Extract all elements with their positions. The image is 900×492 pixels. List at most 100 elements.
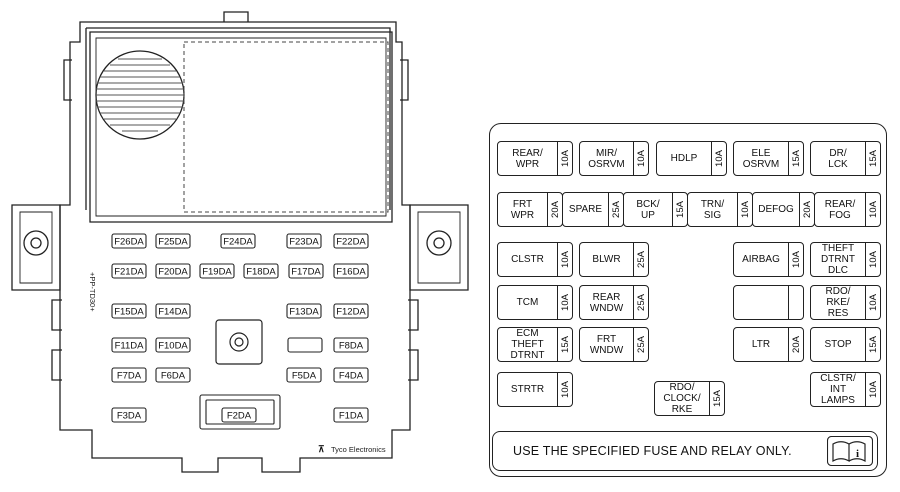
fuse-circuit-name: DEFOG	[758, 204, 794, 215]
fuse-amp-rating-box: 15A	[865, 142, 880, 175]
fuse-amp-rating-box: 10A	[865, 243, 880, 276]
fuse-circuit-name: AIRBAG	[742, 254, 780, 265]
fuse-slot-f18da: F18DA	[243, 263, 279, 279]
fuse-amp-rating-box: 10A	[557, 373, 572, 406]
fuse-amp-rating-box: 10A	[711, 142, 726, 175]
fuse-amp-rating-box: 25A	[633, 243, 648, 276]
fuse-slot-f11da: F11DA	[111, 337, 147, 353]
fuse-amp-rating: 10A	[559, 381, 571, 398]
fuse-slot-f6da: F6DA	[155, 367, 191, 383]
fuse-amp-rating: 10A	[790, 251, 802, 268]
fuse-slot-f25da: F25DA	[155, 233, 191, 249]
fuse-circuit-name: ECM THEFT DTRNT	[510, 328, 545, 361]
fuse-amp-rating: 15A	[790, 150, 802, 167]
connector-block	[199, 394, 281, 430]
fuse-slot-f17da: F17DA	[288, 263, 324, 279]
fuse-amp-rating-box: 15A	[557, 328, 572, 361]
fuse-circuit-name: REAR/ FOG	[824, 198, 856, 221]
fuse-slot-label: F16DA	[336, 267, 366, 278]
fuse-amp-rating-box: 15A	[672, 193, 687, 226]
fuse-amp-rating-box: 20A	[799, 193, 814, 226]
fuse-amp-rating: 15A	[867, 336, 879, 353]
part-number: +PP-TD30+	[88, 272, 97, 312]
fuse-circuit-name: TCM	[516, 297, 539, 308]
fuse-amp-rating: 15A	[711, 390, 723, 407]
fuse-slot-f16da: F16DA	[333, 263, 369, 279]
fuse-amp-rating: 20A	[801, 201, 813, 218]
fuse-slot-label: F7DA	[117, 371, 142, 382]
fuse-legend-cell: SPARE 25A	[562, 192, 624, 227]
fuse-amp-rating-box: 15A	[709, 382, 724, 415]
fuse-amp-rating-box	[788, 286, 803, 319]
fuse-slot-label: F21DA	[114, 267, 144, 278]
fuse-amp-rating: 10A	[739, 201, 751, 218]
fuse-circuit-name: STOP	[824, 339, 852, 350]
fuse-circuit-name: FRT WNDW	[589, 333, 624, 356]
fuse-slot-f13da: F13DA	[286, 303, 322, 319]
fuse-slot-f21da: F21DA	[111, 263, 147, 279]
fuse-circuit-name: SPARE	[568, 204, 603, 215]
fuse-slot-f23da: F23DA	[286, 233, 322, 249]
fuse-circuit-name: ELE OSRVM	[742, 147, 780, 170]
fuse-amp-rating-box: 25A	[633, 328, 648, 361]
fuse-slot-f8da: F8DA	[333, 337, 369, 353]
fuse-legend-cell: DEFOG 20A	[752, 192, 815, 227]
fuse-slot-f19da: F19DA	[199, 263, 235, 279]
fuse-circuit-name: RDO/ RKE/ RES	[825, 286, 851, 319]
fuse-amp-rating-box: 10A	[865, 373, 880, 406]
fuse-slot-label: F24DA	[223, 237, 253, 248]
fuse-legend-cell: LTR 20A	[733, 327, 804, 362]
speaker-grille	[95, 50, 185, 140]
fuse-slot-label: F1DA	[339, 411, 364, 422]
fuse-slot-label: F23DA	[289, 237, 319, 248]
fuse-slot-f20da: F20DA	[155, 263, 191, 279]
fuse-legend-cell: REAR/ WPR 10A	[497, 141, 573, 176]
fuse-amp-rating-box: 20A	[788, 328, 803, 361]
fuse-amp-rating-box: 25A	[608, 193, 623, 226]
tyco-logo-mark: ⊼	[318, 444, 325, 454]
fuse-legend-cell: FRT WNDW 25A	[579, 327, 649, 362]
fuse-amp-rating: 15A	[674, 201, 686, 218]
fuse-circuit-name	[734, 286, 788, 319]
fuse-slot-label: F19DA	[202, 267, 232, 278]
fuse-circuit-name: BCK/ UP	[636, 198, 660, 221]
fuse-slot-f5da: F5DA	[286, 367, 322, 383]
fuse-amp-rating: 10A	[559, 294, 571, 311]
fuse-legend-cell: TRN/ SIG 10A	[687, 192, 753, 227]
fuse-amp-rating: 15A	[559, 336, 571, 353]
fuse-circuit-name: REAR WNDW	[589, 291, 624, 314]
fuse-amp-rating-box: 10A	[557, 142, 572, 175]
fuse-slot-f24da: F24DA	[220, 233, 256, 249]
fuse-circuit-name: TRN/ SIG	[700, 198, 725, 221]
fuse-slot-f2da: F2DA	[221, 407, 257, 423]
fuse-slot-f12da: F12DA	[333, 303, 369, 319]
fuse-amp-rating: 20A	[549, 201, 561, 218]
fuse-amp-rating-box: 15A	[788, 142, 803, 175]
fuse-slot-f14da: F14DA	[155, 303, 191, 319]
fuse-circuit-name: REAR/ WPR	[512, 147, 543, 170]
fuse-slot-label: F26DA	[114, 237, 144, 248]
fuse-circuit-name: LTR	[751, 339, 771, 350]
svg-text:i: i	[856, 448, 859, 460]
fuse-slot-label: F17DA	[291, 267, 321, 278]
fuse-slot-label: F8DA	[339, 341, 364, 352]
fuse-circuit-name: HDLP	[670, 153, 698, 164]
fuse-amp-rating: 10A	[867, 201, 879, 218]
fuse-amp-rating: 10A	[867, 294, 879, 311]
notice-box: USE THE SPECIFIED FUSE AND RELAY ONLY. i	[492, 431, 878, 471]
fuse-slot-label: F20DA	[158, 267, 188, 278]
fuse-amp-rating: 25A	[635, 294, 647, 311]
fuse-slot-label: F14DA	[158, 307, 188, 318]
label-area	[183, 41, 389, 213]
fuse-circuit-name: THEFT DTRNT DLC	[821, 243, 855, 276]
fuse-slot-f3da: F3DA	[111, 407, 147, 423]
fuse-amp-rating: 25A	[610, 201, 622, 218]
fuse-amp-rating-box: 25A	[633, 286, 648, 319]
fuse-amp-rating-box: 10A	[865, 286, 880, 319]
fuse-slot-label: F11DA	[115, 341, 145, 352]
